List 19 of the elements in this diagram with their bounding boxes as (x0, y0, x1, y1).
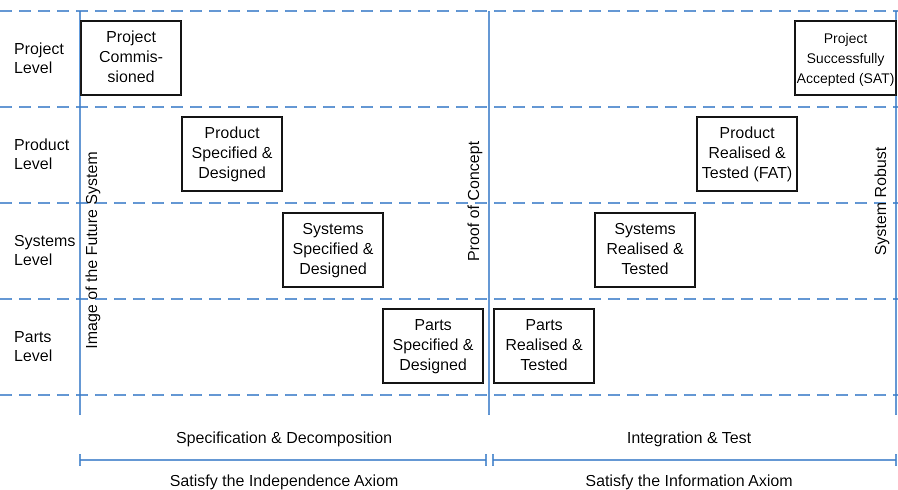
stage-box: Systems Realised & Tested (594, 212, 696, 288)
phase-label: Integration & Test (626, 430, 752, 448)
stage-box: Parts Specified & Designed (382, 308, 484, 384)
phase-label: Satisfy the Independence Axiom (170, 473, 398, 490)
stage-box: Product Realised & Tested (FAT) (696, 116, 798, 192)
level-label: Product Level (14, 136, 70, 174)
stage-box: Project Successfully Accepted (SAT) (794, 20, 897, 96)
vertical-label: Proof of Concept (466, 140, 484, 262)
vertical-label: System Robust (873, 146, 891, 256)
level-label: Project Level (14, 40, 65, 78)
stage-box: Product Specified & Designed (181, 116, 283, 192)
level-label: Parts Level (14, 328, 54, 366)
vertical-label: Image of the Future System (84, 151, 102, 349)
stage-box: Project Commis- sioned (80, 20, 182, 96)
level-label: Systems Level (14, 232, 76, 270)
phase-label: Satisfy the Information Axiom (585, 473, 793, 490)
stage-box: Systems Specified & Designed (282, 212, 384, 288)
stage-box: Parts Realised & Tested (493, 308, 595, 384)
phase-label: Specification & Decomposition (176, 430, 392, 448)
